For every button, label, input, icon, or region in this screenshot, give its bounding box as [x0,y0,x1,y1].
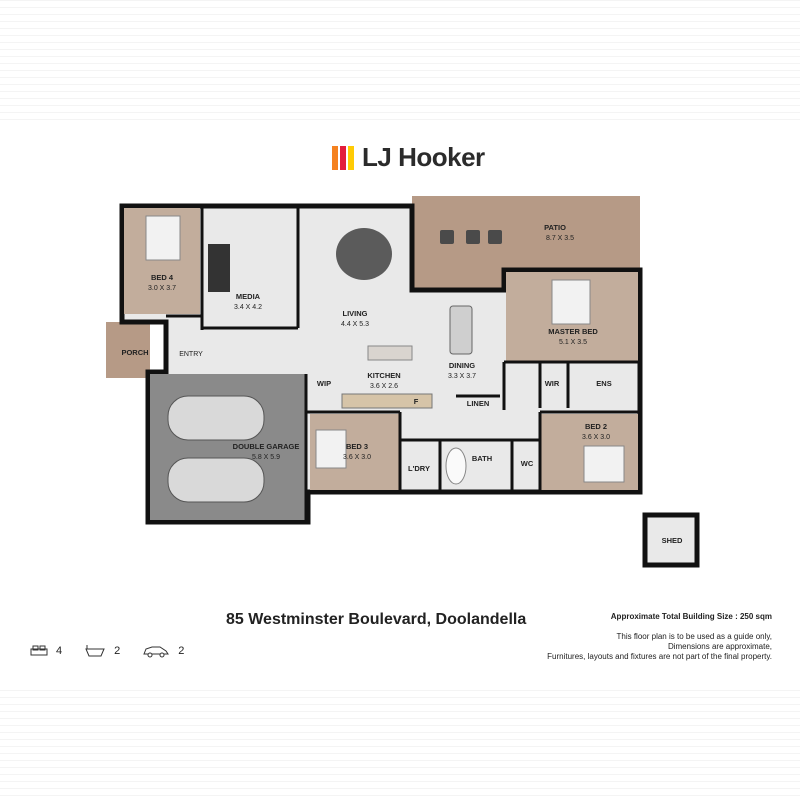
interior-walls [166,208,640,522]
fridge-label: F [414,397,419,406]
wip-label: WIP [317,379,331,388]
bedrooms-count: 4 [56,645,63,657]
building-size: Approximate Total Building Size : 250 sq… [610,612,772,621]
garage-cars [167,395,265,503]
bed4-label: BED 4 [151,273,174,282]
dining-label: DINING [449,361,475,370]
linen-label: LINEN [467,399,490,408]
patio-dim: 8.7 X 3.5 [546,235,574,242]
kitchen-island [367,345,413,361]
bathtub [445,447,467,485]
shed-label: SHED [662,536,683,545]
cars-feature: 2 [142,644,184,658]
living-rug [336,228,392,280]
logo-mark-icon [332,145,354,170]
wir-label: WIR [545,379,560,388]
wc-label: WC [521,459,534,468]
bath-label: BATH [472,454,492,463]
bed3-bed [315,429,347,469]
garage-dim: 5.8 X 5.9 [252,454,280,461]
lj-hooker-logo: LJ Hooker [332,142,485,173]
bed3-dim: 3.6 X 3.0 [343,454,371,461]
bedrooms-feature: 4 [30,644,62,658]
living-label: LIVING [342,309,367,318]
background-stripes-bottom [0,690,800,800]
bed-icon [30,645,48,656]
bed2-dim: 3.6 X 3.0 [582,434,610,441]
bed2-bed [583,445,625,483]
master-bed-bed [551,279,591,325]
car-icon [143,646,170,658]
disclaimer-line: This floor plan is to be used as a guide… [616,632,773,641]
garage-label: DOUBLE GARAGE [233,442,300,451]
background-stripes-top [0,0,800,120]
media-label: MEDIA [236,292,261,301]
bed3-label: BED 3 [346,442,368,451]
porch-area [106,322,150,378]
patio-label: PATIO [544,223,566,232]
kitchen-dim: 3.6 X 2.6 [370,383,398,390]
disclaimer-line: Furnitures, layouts and fixtures are not… [547,652,772,661]
shed-outline [642,512,700,568]
porch-label: PORCH [121,348,148,357]
dining-dim: 3.3 X 3.7 [448,373,476,380]
disclaimer-line: Dimensions are approximate, [667,642,772,651]
patio-chairs [440,230,502,244]
living-dim: 4.4 X 5.3 [341,321,369,328]
kitchen-label: KITCHEN [367,371,400,380]
master-dim: 5.1 X 3.5 [559,339,587,346]
media-sofa [208,244,230,292]
bath-icon [85,645,105,657]
ldry-label: L'DRY [408,464,430,473]
bed4-dim: 3.0 X 3.7 [148,285,176,292]
bathrooms-count: 2 [114,645,121,657]
property-address: 85 Westminster Boulevard, Doolandella [226,611,527,628]
bed4-bed [145,215,181,261]
entry-label: ENTRY [179,351,203,358]
master-label: MASTER BED [548,327,598,336]
feature-summary: 4 2 2 [30,644,184,658]
bathrooms-feature: 2 [84,644,120,658]
cars-count: 2 [178,645,185,657]
disclaimer: This floor plan is to be used as a guide… [547,632,772,662]
logo-text: LJ Hooker [362,142,485,172]
ens-label: ENS [596,379,611,388]
kitchen-bench [341,393,433,409]
media-dim: 3.4 X 4.2 [234,304,262,311]
dining-table [449,305,473,355]
bed2-label: BED 2 [585,422,607,431]
